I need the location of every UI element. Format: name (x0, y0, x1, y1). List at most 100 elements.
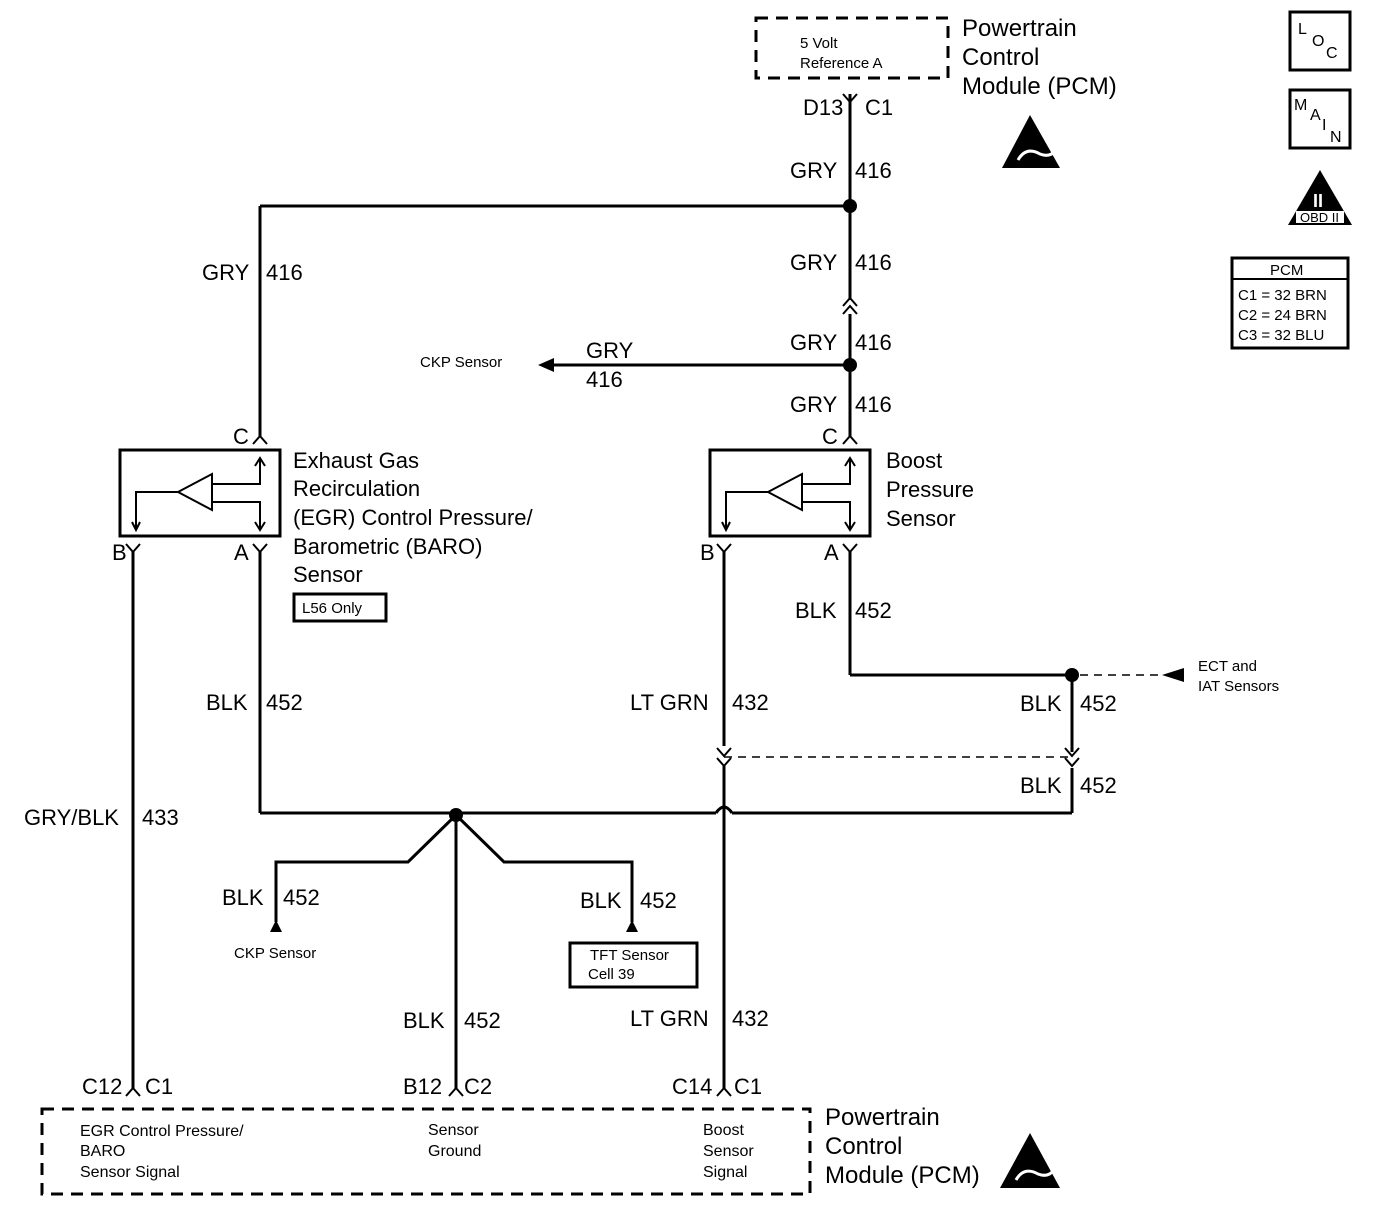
pcm-top-connector: C1 (865, 95, 893, 120)
ckp-arrow-icon (538, 358, 554, 372)
wire-452-ckp (274, 813, 458, 922)
wire-label-gry-4: GRY (790, 392, 838, 417)
egr-pin-b: B (112, 540, 127, 565)
pcm-table-header: PCM (1270, 262, 1303, 279)
pcm-connector-table (1230, 256, 1350, 350)
egr-pin-a: A (234, 540, 249, 565)
pcm-top-pin: D13 (803, 95, 843, 120)
wire-label-blk-pcm: BLK (403, 1008, 445, 1033)
main-icon: M A I N (1288, 88, 1352, 150)
pcm-top-box (754, 16, 950, 80)
wire-label-blk-ckp: BLK (222, 885, 264, 910)
wire-label-416-egr: 416 (266, 260, 303, 285)
wire-label-416-1: 416 (855, 158, 892, 183)
pcm-sig3-line3: Signal (703, 1164, 747, 1181)
pcm-sig2-line1: Sensor (428, 1122, 479, 1139)
pcm-top-ref-line1: 5 Volt (800, 35, 838, 52)
wire-label-416-2: 416 (855, 250, 892, 275)
egr-title-line5: Sensor (293, 562, 363, 587)
pcm-table-row-2: C2 = 24 BRN (1238, 307, 1327, 324)
pcm-sig1-line2: BARO (80, 1143, 125, 1160)
svg-text:I: I (1322, 117, 1326, 134)
esd-warning-icon (1002, 115, 1060, 168)
pcm-top-title-line2: Control (962, 44, 1039, 71)
svg-text:II: II (1313, 191, 1323, 211)
boost-pin-a-symbol (842, 543, 858, 554)
pcm-sig3-line2: Sensor (703, 1143, 754, 1160)
wire-label-452-ckp: 452 (283, 885, 320, 910)
tft-ref-box (568, 941, 699, 989)
boost-pin-a: A (824, 540, 839, 565)
wire-label-blk-egr: BLK (206, 690, 248, 715)
wire-label-452-tft: 452 (640, 888, 677, 913)
pcm-pin-c12-symbol (125, 1086, 141, 1097)
wire-452-right-connector-symbol (1064, 747, 1080, 768)
pcm-pin-b12-symbol (448, 1086, 464, 1097)
wire-452-tft (454, 813, 634, 922)
ect-iat-arrow-icon (1162, 668, 1184, 682)
wire-label-416-4: 416 (855, 392, 892, 417)
svg-text:C: C (1326, 45, 1338, 62)
loc-icon: L O C (1288, 10, 1352, 72)
boost-pin-b-symbol (716, 543, 732, 554)
pcm-top-title-line1: Powertrain (962, 15, 1077, 42)
wire-label-gry-2: GRY (790, 250, 838, 275)
pcm-top-ref-line2: Reference A (800, 55, 883, 72)
wire-label-452-right2: 452 (1080, 773, 1117, 798)
pcm-conn-c1-b: C1 (734, 1074, 762, 1099)
boost-pin-c-symbol (842, 434, 858, 445)
egr-pin-c-symbol (252, 434, 268, 445)
egr-pin-c: C (233, 424, 249, 449)
svg-text:N: N (1330, 129, 1342, 146)
boost-pin-c: C (822, 424, 838, 449)
tft-ref-line1: TFT Sensor (590, 947, 669, 964)
wire-label-452-right1: 452 (1080, 691, 1117, 716)
tft-ref-line2: Cell 39 (588, 966, 635, 983)
wire-label-gry-ckp: GRY (586, 338, 634, 363)
wire-label-blk-right1: BLK (1020, 691, 1062, 716)
boost-title-line3: Sensor (886, 506, 956, 531)
boost-pin-b: B (700, 540, 715, 565)
egr-title-line4: Barometric (BARO) (293, 534, 482, 559)
esd-warning-icon-bottom (1000, 1133, 1060, 1188)
ckp-ground-arrow-icon (270, 920, 282, 932)
pcm-top-title-line3: Module (PCM) (962, 73, 1117, 100)
wire-label-gry-1: GRY (790, 158, 838, 183)
egr-pin-a-symbol (252, 543, 268, 554)
obd-ii-label: OBD II (1300, 210, 1339, 225)
pcm-sig1-line3: Sensor Signal (80, 1164, 180, 1181)
boost-title-line2: Pressure (886, 477, 974, 502)
pcm-sig2-line2: Ground (428, 1143, 481, 1160)
obd-ii-icon: II OBD II (1288, 170, 1352, 225)
egr-title-line1: Exhaust Gas (293, 448, 419, 473)
pcm-pin-c12: C12 (82, 1074, 122, 1099)
pcm-pin-b12: B12 (403, 1074, 442, 1099)
wire-label-432-2: 432 (732, 1006, 769, 1031)
tft-ground-arrow-icon (626, 920, 638, 932)
wire-label-433: 433 (142, 805, 179, 830)
wire-label-416-ckp: 416 (586, 367, 623, 392)
wire-label-416-3: 416 (855, 330, 892, 355)
boost-title-line1: Boost (886, 448, 942, 473)
svg-text:A: A (1310, 107, 1321, 124)
wire-label-452-pcm: 452 (464, 1008, 501, 1033)
wire-416-connector-symbol (842, 296, 858, 315)
egr-sensor-box (118, 448, 282, 538)
ect-ref-line1: ECT and (1198, 658, 1257, 675)
boost-sensor-box (708, 448, 872, 538)
wire-label-ltgrn-1: LT GRN (630, 690, 709, 715)
pcm-pin-c14: C14 (672, 1074, 712, 1099)
pcm-conn-c2: C2 (464, 1074, 492, 1099)
wire-label-blk-boost: BLK (795, 598, 837, 623)
pcm-bottom-box (40, 1107, 812, 1196)
pcm-sig1-line1: EGR Control Pressure/ (80, 1123, 244, 1140)
pcm-bottom-title-line1: Powertrain (825, 1104, 940, 1131)
wire-label-gry-egr: GRY (202, 260, 250, 285)
pcm-bottom-title-line2: Control (825, 1133, 902, 1160)
svg-text:O: O (1312, 33, 1324, 50)
wire-label-blk-tft: BLK (580, 888, 622, 913)
l56-option-box (292, 592, 388, 623)
pcm-table-row-3: C3 = 32 BLU (1238, 327, 1324, 344)
ckp-sensor-ref-bottom: CKP Sensor (234, 945, 316, 962)
